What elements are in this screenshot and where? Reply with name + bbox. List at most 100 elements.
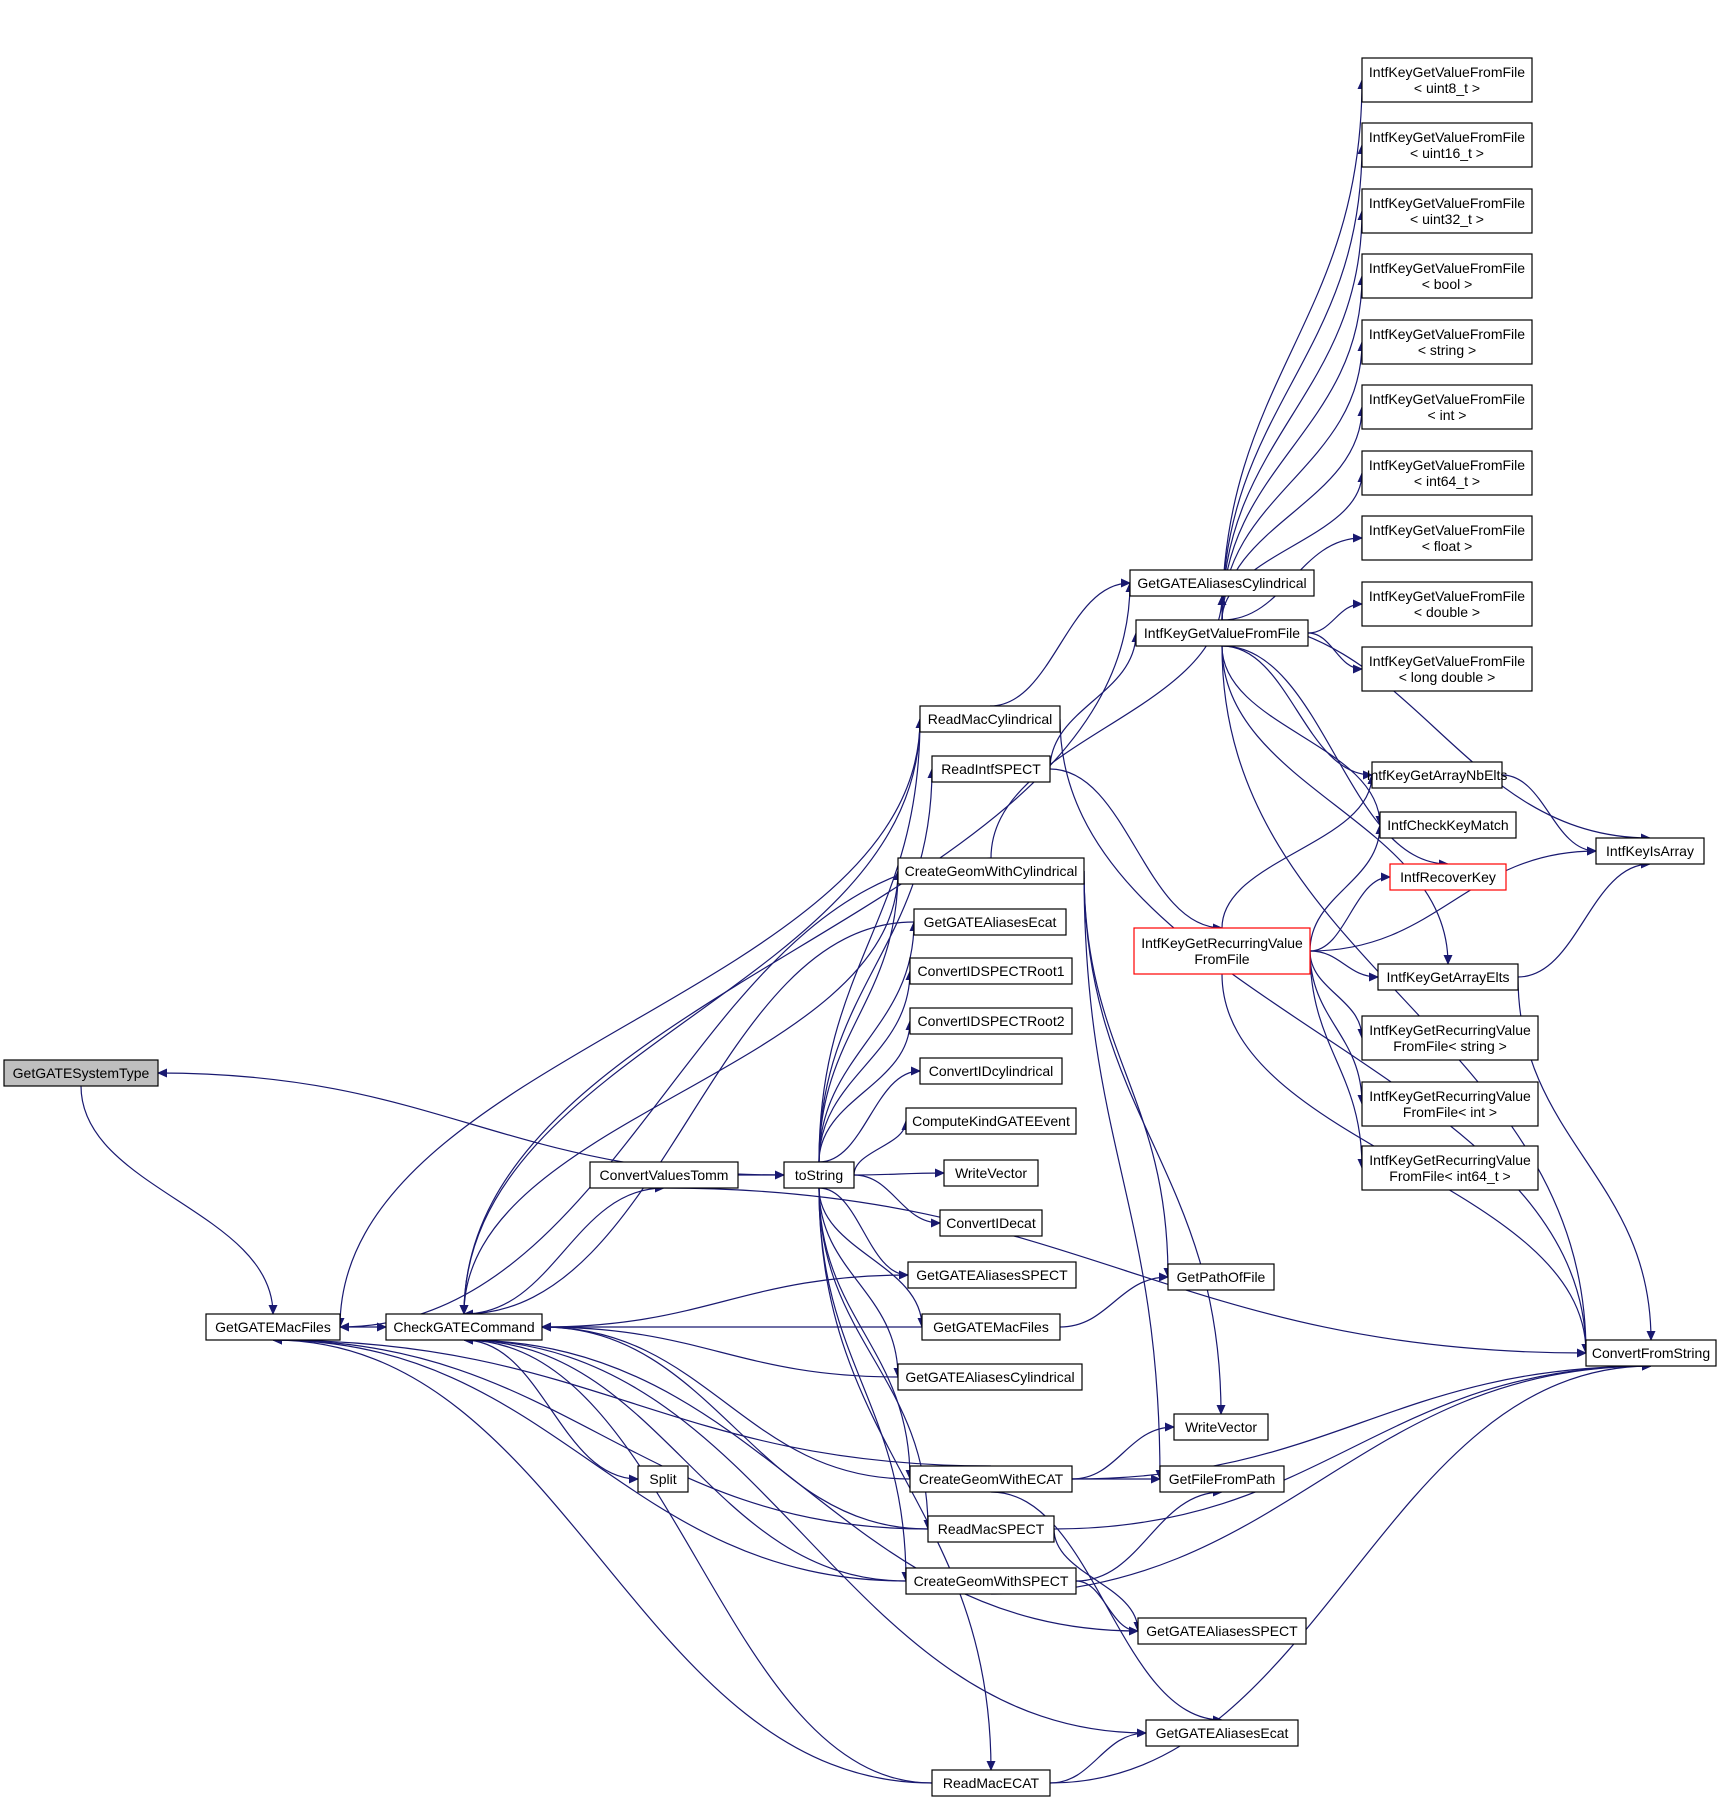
node-t8[interactable]: IntfKeyGetValueFromFile< float > [1361, 515, 1533, 561]
node-cide[interactable]: ConvertIDecat [939, 1209, 1043, 1237]
node-label: < uint16_t > [1410, 145, 1484, 161]
edge-cgc-to-chk [459, 870, 899, 1315]
node-cidc[interactable]: ConvertIDcylindrical [919, 1057, 1063, 1085]
edge-rme-to-chk [463, 1335, 933, 1784]
node-box [1361, 1145, 1539, 1191]
node-box [1145, 1719, 1299, 1747]
node-label: IntfKeyGetValueFromFile [1369, 64, 1525, 80]
node-gae2[interactable]: GetGATEAliasesEcat [1145, 1719, 1299, 1747]
node-label: < long double > [1399, 669, 1496, 685]
node-label: IntfKeyGetValueFromFile [1369, 260, 1525, 276]
node-box [1133, 927, 1311, 975]
node-gpf[interactable]: GetPathOfFile [1167, 1263, 1275, 1291]
node-rme[interactable]: ReadMacECAT [931, 1769, 1051, 1797]
node-box [1173, 1413, 1269, 1441]
node-label: ReadMacECAT [943, 1775, 1040, 1791]
edge-tos-to-cge [818, 1187, 915, 1480]
node-cid1[interactable]: ConvertIDSPECTRoot1 [909, 957, 1073, 985]
node-gas1[interactable]: GetGATEAliasesSPECT [907, 1261, 1077, 1289]
node-label: IntfKeyGetValueFromFile [1369, 195, 1525, 211]
node-t10[interactable]: IntfKeyGetValueFromFile< long double > [1361, 646, 1533, 692]
node-label: ReadIntfSPECT [941, 761, 1041, 777]
edge-tos-to-wv1 [853, 1168, 945, 1178]
node-rmc[interactable]: ReadMacCylindrical [919, 705, 1061, 733]
node-t5[interactable]: IntfKeyGetValueFromFile< string > [1361, 319, 1533, 365]
node-gas2[interactable]: GetGATEAliasesSPECT [1137, 1617, 1307, 1645]
edge-ikv-to-gae3 [1221, 645, 1453, 965]
node-rsp[interactable]: ReadIntfSPECT [931, 755, 1051, 783]
node-label: GetGATEMacFiles [933, 1319, 1049, 1335]
node-label: IntfKeyIsArray [1606, 843, 1694, 859]
node-nbe[interactable]: IntfKeyGetArrayNbElts [1367, 761, 1508, 789]
node-split[interactable]: Split [637, 1465, 689, 1493]
edge-irv-to-rck [1309, 872, 1391, 952]
node-arr[interactable]: IntfKeyIsArray [1595, 837, 1705, 865]
node-gac1[interactable]: GetGATEAliasesCylindrical [897, 1363, 1083, 1391]
node-box [919, 705, 1061, 733]
node-label: IntfKeyGetArrayNbElts [1367, 767, 1508, 783]
node-ckm[interactable]: IntfCheckKeyMatch [1379, 811, 1517, 839]
node-gae[interactable]: GetGATEAliasesEcat [913, 908, 1067, 936]
node-cgc[interactable]: CreateGeomWithCylindrical [897, 857, 1085, 885]
node-label: < int64_t > [1414, 473, 1480, 489]
node-t2[interactable]: IntfKeyGetValueFromFile< uint16_t > [1361, 122, 1533, 168]
node-cge[interactable]: CreateGeomWithECAT [909, 1465, 1073, 1493]
node-gac2[interactable]: GetGATEAliasesCylindrical [1129, 569, 1315, 597]
node-box [1379, 811, 1517, 839]
edge-ikv-to-cfs [1221, 645, 1591, 1354]
node-label: IntfKeyGetValueFromFile [1369, 588, 1525, 604]
node-ckg[interactable]: ComputeKindGATEEvent [905, 1107, 1077, 1135]
node-cid2[interactable]: ConvertIDSPECTRoot2 [909, 1007, 1073, 1035]
node-ikv[interactable]: IntfKeyGetValueFromFile [1135, 619, 1309, 647]
node-label: Split [649, 1471, 676, 1487]
node-label: IntfKeyGetValueFromFile [1369, 653, 1525, 669]
node-cgs[interactable]: CreateGeomWithSPECT [905, 1567, 1077, 1595]
node-box [1361, 253, 1533, 299]
node-box [1361, 515, 1533, 561]
node-t1[interactable]: IntfKeyGetValueFromFile< uint8_t > [1361, 57, 1533, 103]
node-cfs[interactable]: ConvertFromString [1585, 1339, 1717, 1367]
node-t3[interactable]: IntfKeyGetValueFromFile< uint32_t > [1361, 188, 1533, 234]
node-box [1361, 319, 1533, 365]
node-label: FromFile< string > [1393, 1038, 1507, 1054]
node-tos[interactable]: toString [783, 1161, 855, 1189]
edge-rms-to-cfs [1053, 1361, 1652, 1530]
node-rms[interactable]: ReadMacSPECT [927, 1515, 1055, 1543]
node-sys[interactable]: GetGATESystemType [3, 1059, 159, 1087]
node-label: GetGATEMacFiles [215, 1319, 331, 1335]
node-wv1[interactable]: WriteVector [943, 1159, 1039, 1187]
node-wv2[interactable]: WriteVector [1173, 1413, 1269, 1441]
edge-nbe-to-arr [1501, 774, 1597, 856]
node-t6[interactable]: IntfKeyGetValueFromFile< int > [1361, 384, 1533, 430]
node-gff[interactable]: GetFileFromPath [1159, 1465, 1285, 1493]
node-t7[interactable]: IntfKeyGetValueFromFile< int64_t > [1361, 450, 1533, 496]
edge-rme-to-macl [272, 1335, 933, 1784]
node-label: CheckGATECommand [393, 1319, 534, 1335]
node-label: ConvertIDSPECTRoot1 [917, 963, 1064, 979]
node-box [1595, 837, 1705, 865]
node-label: IntfKeyGetValueFromFile [1369, 522, 1525, 538]
node-box [637, 1465, 689, 1493]
node-label: ConvertIDcylindrical [929, 1063, 1053, 1079]
edge-rsp-to-ikv [1049, 632, 1141, 770]
node-t9[interactable]: IntfKeyGetValueFromFile< double > [1361, 581, 1533, 627]
node-label: ReadMacSPECT [938, 1521, 1045, 1537]
node-gae3[interactable]: IntfKeyGetArrayElts [1377, 963, 1519, 991]
node-chk[interactable]: CheckGATECommand [385, 1313, 543, 1341]
node-label: GetGATEAliasesSPECT [1146, 1623, 1298, 1639]
edge-tos-to-cidc [818, 1066, 921, 1163]
node-label: CreateGeomWithECAT [919, 1471, 1064, 1487]
edge-irv-to-rv3 [1309, 950, 1367, 1169]
node-macl[interactable]: GetGATEMacFiles [205, 1313, 341, 1341]
node-rck[interactable]: IntfRecoverKey [1389, 863, 1507, 891]
node-gmf[interactable]: GetGATEMacFiles [921, 1313, 1061, 1341]
node-box [1371, 761, 1503, 789]
node-cvt[interactable]: ConvertValuesTomm [589, 1161, 739, 1189]
node-t4[interactable]: IntfKeyGetValueFromFile< bool > [1361, 253, 1533, 299]
node-box [1135, 619, 1309, 647]
